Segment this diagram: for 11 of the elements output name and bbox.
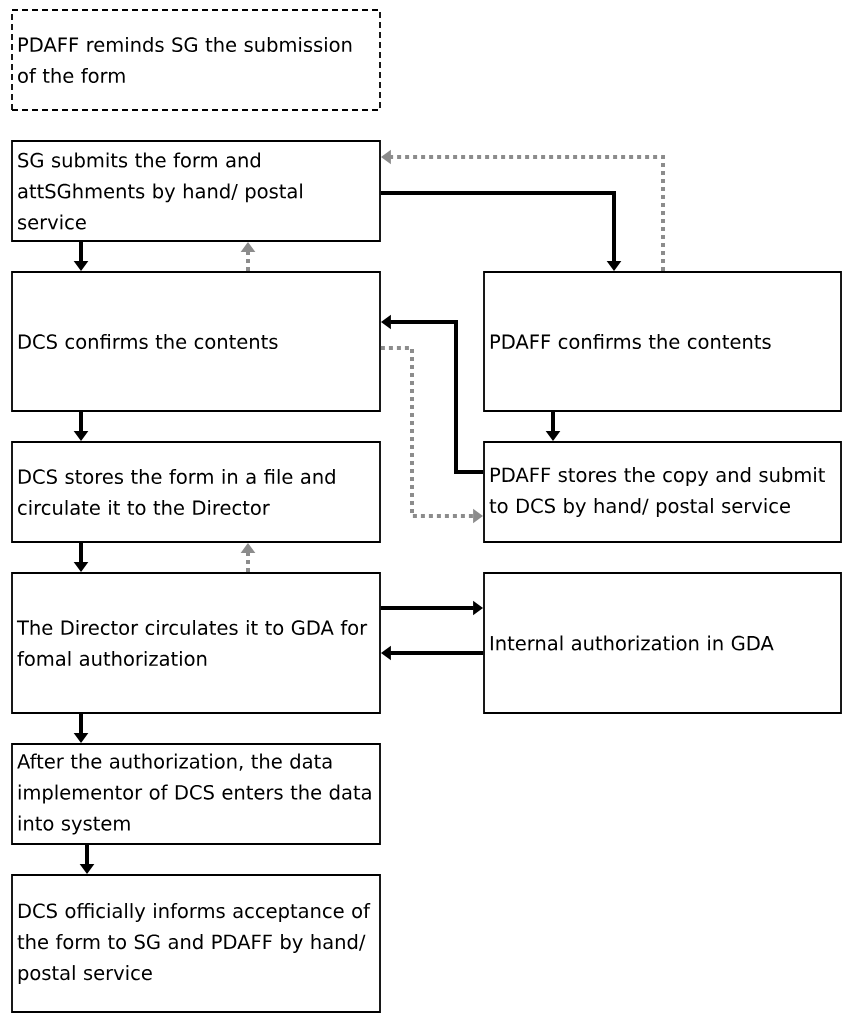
- process-box: After the authorization, the data implementor of DCS enters the data into system: [11, 743, 381, 845]
- process-box: PDAFF confirms the contents: [483, 271, 842, 412]
- arrow: [380, 191, 622, 271]
- process-box: The Director circulates it to GDA for fomal authorization: [11, 572, 381, 714]
- process-box: DCS stores the form in a file and circulate it to the Director: [11, 441, 381, 543]
- process-box: DCS officially informs acceptance of the form to SG and PDAFF by hand/ postal service: [11, 874, 381, 1013]
- note-box: PDAFF reminds SG the submission of the form: [11, 9, 381, 111]
- process-box: DCS confirms the contents: [11, 271, 381, 412]
- process-box: PDAFF stores the copy and submit to DCS by hand/ postal service: [483, 441, 842, 543]
- process-box: Internal authorization in GDA: [483, 572, 842, 714]
- process-box: SG submits the form and attSGhments by hand/ postal service: [11, 140, 381, 242]
